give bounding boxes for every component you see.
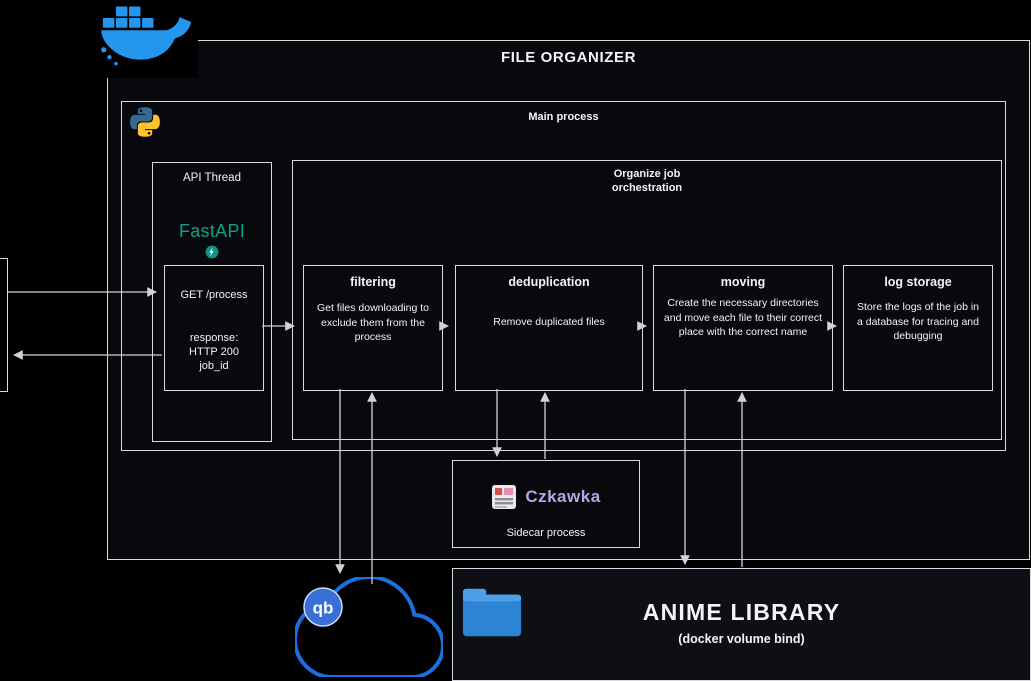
step-description: Store the logs of the job in a database … xyxy=(856,301,979,342)
main-process-box: Main process API Thread FastAPI GET /pro… xyxy=(121,101,1006,451)
step-title: log storage xyxy=(884,275,952,289)
qbittorrent-cloud-icon xyxy=(295,577,443,677)
library-title: ANIME LIBRARY xyxy=(642,599,841,625)
czkawka-app-icon xyxy=(492,485,517,509)
fastapi-logo: FastAPI xyxy=(153,221,271,264)
endpoint-response-body: job_id xyxy=(199,360,229,372)
orchestration-label: Organize job orchestration xyxy=(611,168,683,194)
endpoint-request: GET /process xyxy=(180,289,248,301)
step-title: deduplication xyxy=(508,275,590,289)
step-filtering: filtering Get files downloading to exclu… xyxy=(303,265,443,391)
step-title: moving xyxy=(720,275,766,289)
step-deduplication: deduplication Remove duplicated files xyxy=(455,265,643,391)
api-thread-box: API Thread FastAPI GET /process response… xyxy=(152,162,272,442)
step-description: Create the necessary directories and mov… xyxy=(663,297,823,338)
step-description: Get files downloading to exclude them fr… xyxy=(316,302,430,343)
orchestration-box: Organize job orchestration filtering Get… xyxy=(292,160,1002,440)
anime-library-box: ANIME LIBRARY (docker volume bind) xyxy=(452,568,1031,681)
fastapi-label: FastAPI xyxy=(178,221,246,241)
qbittorrent-icon: qb xyxy=(303,587,343,627)
sidecar-box: Czkawka Sidecar process xyxy=(452,460,640,548)
api-thread-label: API Thread xyxy=(183,172,241,184)
qbittorrent-logo-text: qb xyxy=(313,599,334,618)
fastapi-lightning-icon xyxy=(205,245,219,259)
python-icon xyxy=(130,107,160,137)
step-moving: moving Create the necessary directories … xyxy=(653,265,833,391)
folder-icon xyxy=(462,588,522,637)
main-process-label: Main process xyxy=(528,111,599,123)
docker-whale-icon xyxy=(96,2,198,78)
external-client-box xyxy=(0,258,8,392)
step-title: filtering xyxy=(350,275,396,289)
library-subtitle: (docker volume bind) xyxy=(678,632,805,646)
endpoint-box: GET /process response: HTTP 200 job_id xyxy=(164,265,264,391)
step-description: Remove duplicated files xyxy=(493,316,605,328)
sidecar-process-label: Sidecar process xyxy=(506,527,586,539)
step-log-storage: log storage Store the logs of the job in… xyxy=(843,265,993,391)
czkawka-name: Czkawka xyxy=(525,487,601,506)
page-title: FILE ORGANIZER xyxy=(500,49,637,66)
file-organizer-box: FILE ORGANIZER Main process API Thread F… xyxy=(107,40,1030,560)
endpoint-response-label: response: xyxy=(189,332,239,344)
endpoint-response-status: HTTP 200 xyxy=(189,346,239,358)
